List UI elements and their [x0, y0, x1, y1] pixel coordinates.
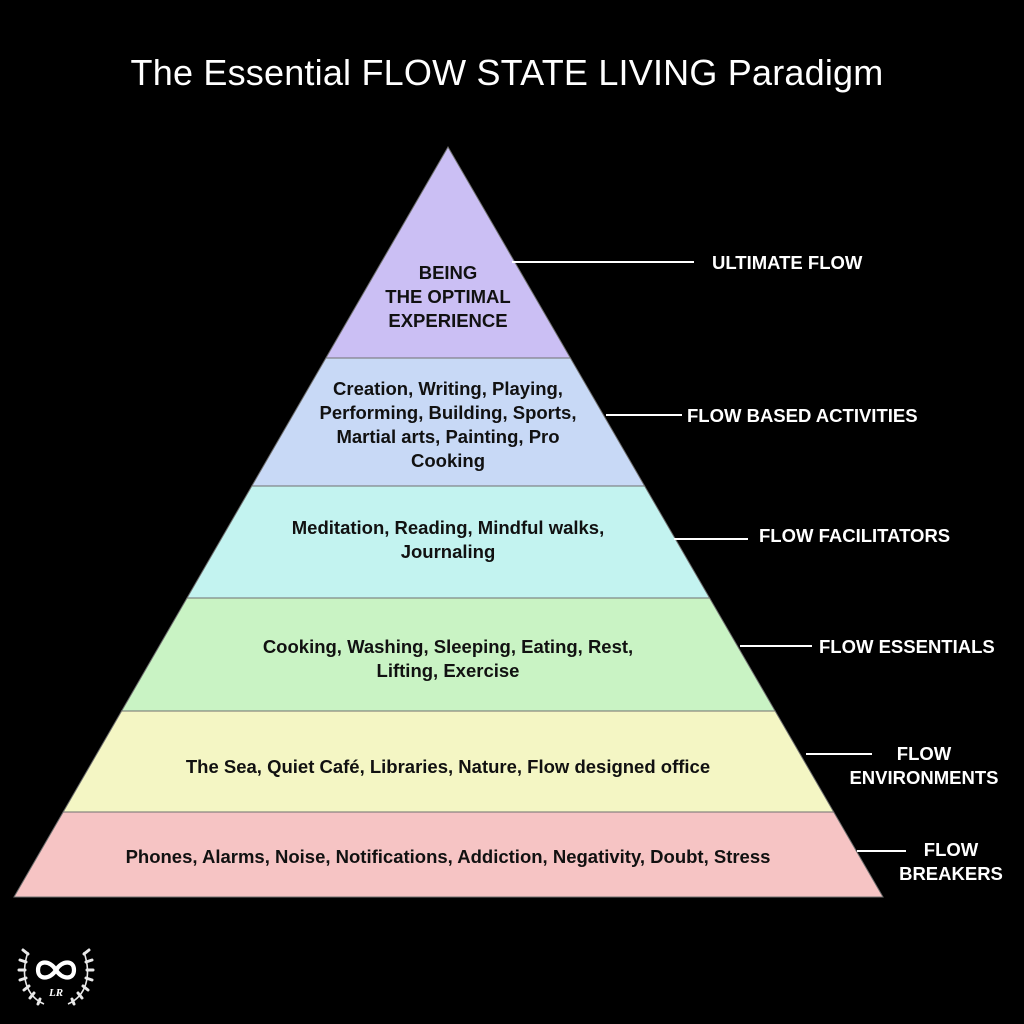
label-activities: FLOW BASED ACTIVITIES — [687, 405, 918, 426]
tier-breakers — [13, 811, 884, 898]
tier-ultimate-text-line: EXPERIENCE — [388, 310, 507, 331]
tier-ultimate-text-line: BEING — [419, 262, 478, 283]
label-breakers: FLOW — [924, 839, 979, 860]
tier-essentials-text-line: Cooking, Washing, Sleeping, Eating, Rest… — [263, 636, 633, 657]
label-essentials: FLOW ESSENTIALS — [819, 636, 995, 657]
tier-activities-text-line: Cooking — [411, 450, 485, 471]
label-ultimate: ULTIMATE FLOW — [712, 252, 863, 273]
tier-facilitators-text-line: Journaling — [401, 541, 496, 562]
label-facilitators: FLOW FACILITATORS — [759, 525, 950, 546]
logo-text: LR — [48, 987, 63, 999]
label-breakers: BREAKERS — [899, 863, 1003, 884]
page-title: The Essential FLOW STATE LIVING Paradigm — [130, 52, 884, 93]
tier-activities-text-line: Martial arts, Painting, Pro — [336, 426, 559, 447]
tier-essentials-text-line: Lifting, Exercise — [377, 660, 520, 681]
tier-breakers-text-line: Phones, Alarms, Noise, Notifications, Ad… — [126, 846, 771, 867]
tier-ultimate-text-line: THE OPTIMAL — [385, 286, 510, 307]
tier-facilitators-text-line: Meditation, Reading, Mindful walks, — [292, 517, 604, 538]
tier-environments-text-line: The Sea, Quiet Café, Libraries, Nature, … — [186, 756, 710, 777]
tier-activities-text-line: Performing, Building, Sports, — [320, 402, 577, 423]
label-environments: FLOW — [897, 743, 952, 764]
label-environments: ENVIRONMENTS — [849, 767, 998, 788]
tier-activities-text-line: Creation, Writing, Playing, — [333, 378, 563, 399]
logo-infinity-laurel-icon: LR — [17, 948, 95, 1006]
